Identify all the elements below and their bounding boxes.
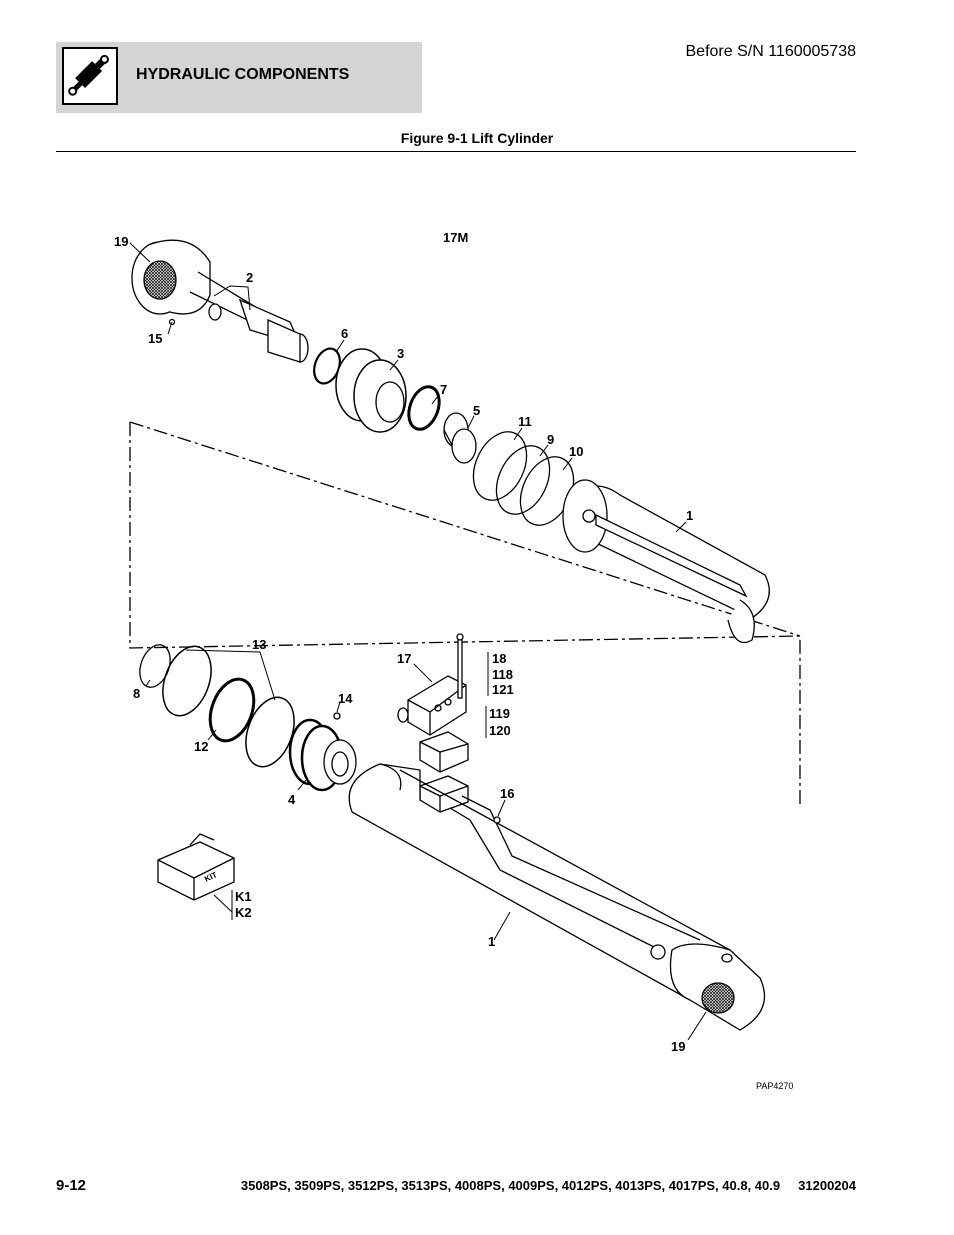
serial-number-note: Before S/N 1160005738 [685,43,857,60]
callout-121: 121 [492,682,514,697]
piston [288,712,357,792]
valve-block [397,633,467,736]
callout-5: 5 [473,403,480,418]
hydraulic-cylinder-icon [62,47,118,105]
callout-19-lower: 19 [671,1039,685,1054]
callout-4: 4 [288,792,296,807]
callout-6: 6 [341,326,348,341]
seal-kit-box [157,833,235,901]
callout-7: 7 [440,382,447,397]
page-number: 9-12 [56,1177,87,1194]
callout-11: 11 [518,414,532,429]
section-title: HYDRAULIC COMPONENTS [136,66,350,83]
cylinder-barrel-lower [348,763,766,1031]
callout-1-lower: 1 [488,934,495,949]
cylinder-barrel-upper [562,479,770,644]
header-divider [56,151,856,152]
callout-19: 19 [114,234,128,249]
figure-title: Figure 9-1 Lift Cylinder [400,130,554,146]
bushing-5 [443,412,477,464]
callout-2: 2 [246,270,253,285]
callout-120: 120 [489,723,511,738]
callout-17: 17 [397,651,411,666]
seal-12 [208,677,256,743]
seal-7 [407,385,441,431]
model-tag: 17M [443,230,468,245]
o-ring-11 [472,431,528,501]
callout-15: 15 [148,331,162,346]
callout-k1: K1 [235,889,252,904]
footer-models: 3508PS, 3509PS, 3512PS, 3513PS, 4008PS, … [240,1178,856,1193]
rod-eye [131,239,211,326]
assembly-dashed-line [129,421,801,808]
callout-16: 16 [500,786,514,801]
piston-rod [189,271,309,363]
callout-12: 12 [194,739,208,754]
callout-8: 8 [133,686,140,701]
callout-14: 14 [338,691,353,706]
cylinder-head [335,348,407,433]
drawing-id: PAP4270 [756,1081,793,1091]
callout-9: 9 [547,432,554,447]
callout-18: 18 [492,651,506,666]
callout-118: 118 [492,667,513,682]
callout-119: 119 [489,706,510,721]
ring-9 [495,445,551,515]
callout-13: 13 [252,637,266,652]
callout-3: 3 [397,346,404,361]
section-header: HYDRAULIC COMPONENTS [56,42,422,113]
callout-k2: K2 [235,905,252,920]
manifold-spacer [419,731,469,813]
wear-ring-13a [162,645,212,717]
callout-10: 10 [569,444,583,459]
callout-1: 1 [686,508,693,523]
